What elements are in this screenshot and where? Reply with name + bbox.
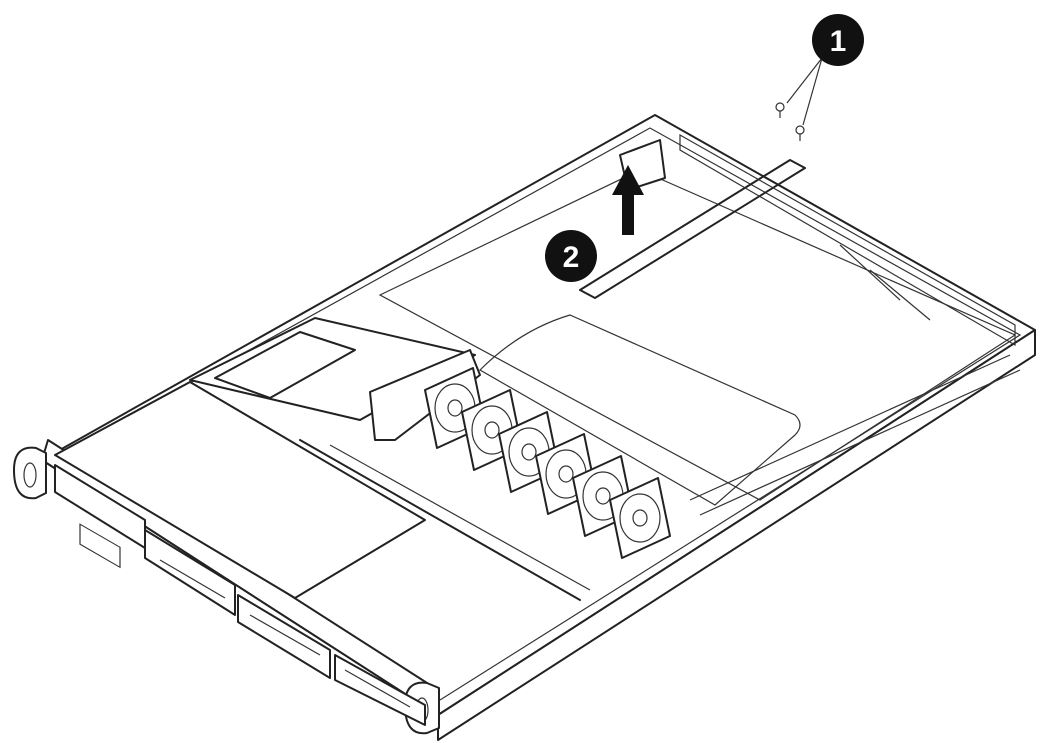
screw-icons xyxy=(775,57,823,141)
front-cover-plate xyxy=(54,381,426,599)
rear-io-panel xyxy=(679,133,1016,347)
fan-6 xyxy=(609,477,671,559)
callout-step-2: 2 xyxy=(545,230,597,282)
lift-arrow-icon xyxy=(612,165,644,235)
callout-1-label: 1 xyxy=(830,25,847,58)
power-supply xyxy=(189,317,481,441)
rails xyxy=(299,354,1021,601)
callout-step-1: 1 xyxy=(812,14,864,66)
front-drive-bays xyxy=(54,464,426,726)
callout-2-label: 2 xyxy=(563,241,580,274)
left-rack-handle xyxy=(13,446,47,500)
fan-row xyxy=(424,367,671,559)
